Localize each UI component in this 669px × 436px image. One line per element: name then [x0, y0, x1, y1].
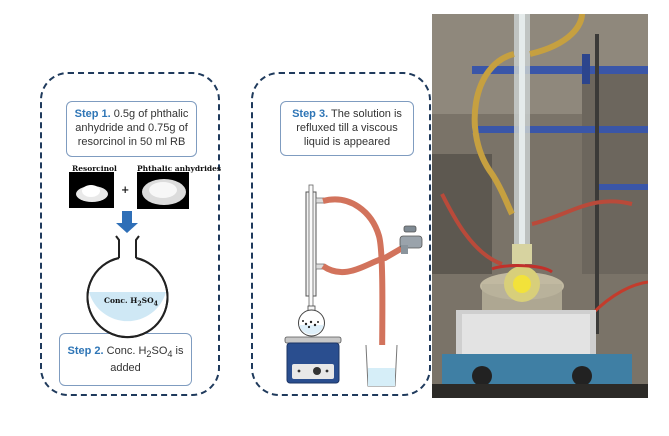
beaker-water — [368, 368, 395, 386]
phthalic-anhydride-label: Phthalic anhydrides — [137, 164, 222, 173]
step2-text: is added — [110, 344, 184, 375]
hotplate-knob — [313, 367, 321, 375]
resorcinol-powder-image — [69, 172, 114, 208]
flask-label-sub: 2 — [137, 300, 142, 308]
step2-prefix: Step 2. — [67, 344, 104, 357]
flask-neck — [115, 235, 140, 258]
down-arrow-shaft — [122, 211, 132, 224]
flask-liquid — [89, 292, 166, 322]
step1-text: 0.5g of phthalic anhydride and 0.75g of … — [75, 108, 189, 148]
step3-prefix: Step 3. — [292, 108, 329, 120]
step-panel-1 — [40, 72, 220, 396]
flask-label-text: Conc. H — [104, 296, 138, 305]
step1-box: Step 1. 0.5g of phthalic anhydride and 0… — [66, 101, 197, 157]
step1-prefix: Step 1. — [74, 108, 111, 120]
flask-label-text: SO — [141, 296, 154, 305]
water-tap-handle — [403, 225, 417, 233]
flask-label-sub: 4 — [153, 300, 158, 308]
step3-box: Step 3. The solution is refluxed till a … — [280, 101, 414, 156]
hotplate-panel — [292, 364, 334, 379]
step2-sub: 2 — [146, 349, 152, 360]
outlet-tubing — [322, 196, 386, 375]
resorcinol-label: Resorcinol — [72, 164, 117, 173]
step2-text: Conc. H — [103, 344, 147, 357]
down-arrow-head — [116, 223, 138, 233]
step2-sub: 4 — [167, 349, 173, 360]
hotplate-top — [284, 336, 342, 344]
phthalic-anhydride-powder-image — [137, 172, 189, 209]
photo-drawing — [432, 14, 648, 398]
plus-sign: + — [121, 185, 130, 196]
step2-text: SO — [151, 344, 168, 357]
step2-box: Step 2. Conc. H2SO4 is added — [59, 333, 192, 386]
step-panel-2 — [251, 72, 431, 396]
step3-text: The solution is refluxed till a viscous … — [296, 108, 402, 148]
condenser-inner — [308, 184, 314, 311]
reflux-setup-photo — [432, 14, 648, 398]
flask-label: Conc. H2SO4 — [104, 296, 158, 308]
inlet-tubing — [321, 244, 406, 275]
